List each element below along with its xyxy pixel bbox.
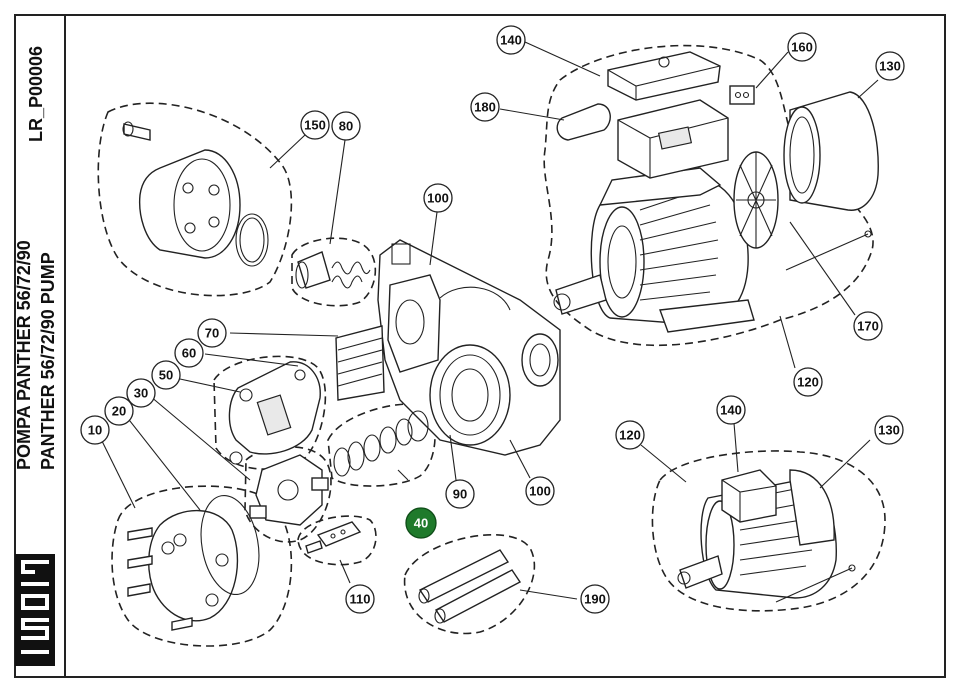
callout-80[interactable]: 80 bbox=[331, 111, 361, 141]
group-150-outline bbox=[97, 102, 293, 297]
callout-120-top[interactable]: 120 bbox=[793, 367, 823, 397]
motor-bottom bbox=[677, 469, 856, 603]
svg-text:120: 120 bbox=[797, 375, 819, 390]
group-80-outline bbox=[291, 237, 377, 307]
svg-text:30: 30 bbox=[134, 386, 148, 401]
end-cover-10 bbox=[127, 494, 260, 631]
svg-text:130: 130 bbox=[878, 423, 900, 438]
svg-text:160: 160 bbox=[791, 40, 813, 55]
callout-100-bottom[interactable]: 100 bbox=[525, 476, 555, 506]
group-40-outline bbox=[327, 403, 436, 487]
callout-120-bottom[interactable]: 120 bbox=[615, 420, 645, 450]
callout-180[interactable]: 180 bbox=[470, 92, 500, 122]
tubes-190 bbox=[418, 549, 522, 624]
leader-lines bbox=[99, 41, 879, 600]
svg-text:190: 190 bbox=[584, 592, 606, 607]
callout-140-top[interactable]: 140 bbox=[496, 25, 526, 55]
group-10-outline bbox=[111, 485, 293, 647]
pump-body-100 bbox=[377, 239, 561, 456]
callout-20[interactable]: 20 bbox=[104, 396, 134, 426]
callout-10[interactable]: 10 bbox=[80, 415, 110, 445]
svg-text:40: 40 bbox=[414, 516, 428, 531]
svg-text:110: 110 bbox=[350, 592, 371, 607]
seals-40 bbox=[333, 410, 429, 477]
callout-30[interactable]: 30 bbox=[126, 378, 156, 408]
fin-70 bbox=[335, 325, 385, 401]
drawing-code: LR_P00006 bbox=[26, 45, 46, 142]
cover-60 bbox=[228, 361, 321, 465]
callout-100-top[interactable]: 100 bbox=[423, 183, 453, 213]
piusi-logo bbox=[15, 554, 55, 666]
callout-90[interactable]: 90 bbox=[445, 479, 475, 509]
svg-text:60: 60 bbox=[182, 346, 196, 361]
svg-text:180: 180 bbox=[474, 100, 496, 115]
title-strip bbox=[14, 14, 66, 678]
group-110-outline bbox=[297, 515, 377, 566]
title-english: PANTHER 56/72/90 PUMP bbox=[38, 252, 58, 470]
flange-150 bbox=[122, 121, 269, 267]
callout-160[interactable]: 160 bbox=[787, 32, 817, 62]
rotor-30 bbox=[249, 454, 329, 526]
svg-text:130: 130 bbox=[879, 59, 901, 74]
callout-130-top[interactable]: 130 bbox=[875, 51, 905, 81]
group-motor-top-outline bbox=[543, 44, 874, 346]
valve-80 bbox=[295, 251, 371, 289]
callout-170[interactable]: 170 bbox=[853, 311, 883, 341]
callout-110[interactable]: 110 bbox=[345, 584, 375, 614]
motor-top bbox=[553, 51, 879, 333]
callout-50[interactable]: 50 bbox=[151, 360, 181, 390]
svg-text:100: 100 bbox=[529, 484, 551, 499]
callout-130-bottom[interactable]: 130 bbox=[874, 415, 904, 445]
callout-150[interactable]: 150 bbox=[300, 110, 330, 140]
title-italian: POMPA PANTHER 56/72/90 bbox=[14, 240, 34, 470]
svg-text:80: 80 bbox=[339, 119, 353, 134]
vanes-110 bbox=[305, 521, 362, 554]
drawing-frame bbox=[14, 14, 946, 678]
svg-text:20: 20 bbox=[112, 404, 126, 419]
svg-text:50: 50 bbox=[159, 368, 173, 383]
exploded-view: 150 80 100 140 180 160 130 170 120 70 60… bbox=[80, 25, 905, 647]
svg-text:120: 120 bbox=[619, 428, 641, 443]
callout-140-bottom[interactable]: 140 bbox=[716, 395, 746, 425]
svg-text:140: 140 bbox=[500, 33, 522, 48]
callout-40[interactable]: 40 bbox=[405, 507, 437, 539]
svg-text:90: 90 bbox=[453, 487, 467, 502]
svg-text:140: 140 bbox=[720, 403, 742, 418]
svg-text:150: 150 bbox=[304, 118, 326, 133]
group-50-outline bbox=[213, 355, 327, 470]
svg-text:70: 70 bbox=[205, 326, 219, 341]
callout-60[interactable]: 60 bbox=[174, 338, 204, 368]
callout-70[interactable]: 70 bbox=[197, 318, 227, 348]
callout-190[interactable]: 190 bbox=[580, 584, 610, 614]
svg-text:100: 100 bbox=[427, 191, 449, 206]
svg-text:10: 10 bbox=[88, 423, 102, 438]
svg-text:170: 170 bbox=[857, 319, 879, 334]
group-motor-bottom-outline bbox=[651, 450, 886, 612]
